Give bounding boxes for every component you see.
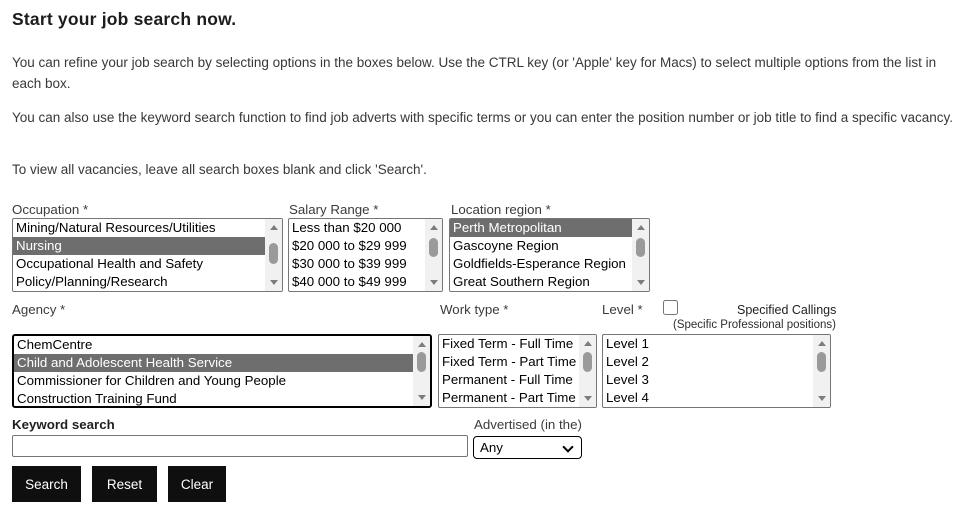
option-less-than-20-000[interactable]: Less than $20 000 (292, 220, 402, 235)
keyword-search-input[interactable] (12, 435, 468, 457)
option-permanent-full-time[interactable]: Permanent - Full Time (442, 372, 573, 387)
intro-paragraph-2: You can also use the keyword search func… (12, 110, 953, 125)
clear-button[interactable]: Clear (168, 466, 226, 502)
location-region-scrollbar[interactable] (632, 219, 649, 291)
work-type-label: Work type * (440, 302, 509, 317)
level-label: Level * (602, 302, 643, 317)
option-gascoyne-region[interactable]: Gascoyne Region (453, 238, 559, 253)
scroll-up-icon[interactable] (579, 336, 596, 351)
option-level-4[interactable]: Level 4 (606, 390, 649, 405)
option-child-and-adolescent-health-service[interactable]: Child and Adolescent Health Service (14, 354, 430, 372)
option-chemcentre[interactable]: ChemCentre (17, 337, 93, 352)
specified-callings-checkbox[interactable] (663, 300, 678, 315)
option-level-2[interactable]: Level 2 (606, 354, 649, 369)
keyword-search-label: Keyword search (12, 417, 115, 432)
option-occupational-health-and-safety[interactable]: Occupational Health and Safety (16, 256, 204, 271)
agency-scrollbar[interactable] (413, 336, 430, 406)
occupation-label: Occupation * (12, 202, 89, 217)
work-type-scrollbar[interactable] (579, 335, 596, 407)
scroll-down-icon[interactable] (813, 391, 830, 406)
scroll-down-icon[interactable] (579, 391, 596, 406)
advertised-selected-value: Any (480, 440, 503, 455)
scroll-down-icon[interactable] (265, 275, 282, 290)
option-commissioner-for-children-and-young-people[interactable]: Commissioner for Children and Young Peop… (17, 373, 287, 388)
intro-paragraph-3: To view all vacancies, leave all search … (12, 162, 427, 177)
occupation-scrollbar[interactable] (265, 219, 282, 291)
advertised-label: Advertised (in the) (474, 417, 582, 432)
specified-callings-sublabel: (Specific Professional positions) (673, 319, 836, 331)
scroll-down-icon[interactable] (413, 390, 430, 405)
option-fixed-term-part-time[interactable]: Fixed Term - Part Time (442, 354, 577, 369)
scroll-up-icon[interactable] (413, 337, 430, 352)
option-fixed-term-full-time[interactable]: Fixed Term - Full Time (442, 336, 574, 351)
search-button[interactable]: Search (12, 466, 81, 502)
scroll-down-icon[interactable] (632, 275, 649, 290)
scrollbar-thumb[interactable] (817, 352, 826, 372)
option-policy-planning-research[interactable]: Policy/Planning/Research (16, 274, 168, 289)
option-mining-natural-resources-utilities[interactable]: Mining/Natural Resources/Utilities (16, 220, 216, 235)
page-title: Start your job search now. (12, 9, 612, 30)
scrollbar-thumb[interactable] (429, 238, 438, 257)
option--20-000-to-29-999[interactable]: $20 000 to $29 999 (292, 238, 407, 253)
option-goldfields-esperance-region[interactable]: Goldfields-Esperance Region (453, 256, 626, 271)
salary-range-scrollbar[interactable] (425, 219, 442, 291)
option-level-1[interactable]: Level 1 (606, 336, 649, 351)
scroll-up-icon[interactable] (265, 220, 282, 235)
scrollbar-thumb[interactable] (269, 243, 278, 264)
page-title-text: Start your job search now. (12, 9, 237, 29)
scrollbar-thumb[interactable] (417, 352, 426, 372)
scroll-up-icon[interactable] (632, 220, 649, 235)
option-great-southern-region[interactable]: Great Southern Region (453, 274, 590, 289)
option-construction-training-fund[interactable]: Construction Training Fund (17, 391, 177, 406)
level-scrollbar[interactable] (813, 335, 830, 407)
reset-button[interactable]: Reset (92, 466, 157, 502)
option-nursing[interactable]: Nursing (13, 237, 282, 255)
option-perth-metropolitan[interactable]: Perth Metropolitan (450, 219, 649, 237)
option--40-000-to-49-999[interactable]: $40 000 to $49 999 (292, 274, 407, 289)
scroll-up-icon[interactable] (425, 220, 442, 235)
scrollbar-thumb[interactable] (636, 238, 645, 257)
agency-label: Agency * (12, 302, 66, 317)
scroll-down-icon[interactable] (425, 275, 442, 290)
salary-range-label: Salary Range * (289, 202, 379, 217)
level-listbox[interactable]: Level 1 Level 2 Level 3 Level 4 (602, 334, 831, 408)
chevron-down-icon (562, 441, 574, 453)
specified-callings-label: Specified Callings (737, 303, 837, 317)
intro-paragraph-1: You can refine your job search by select… (12, 55, 937, 91)
option--30-000-to-39-999[interactable]: $30 000 to $39 999 (292, 256, 407, 271)
advertised-select[interactable]: Any (473, 436, 582, 459)
option-level-3[interactable]: Level 3 (606, 372, 649, 387)
option-permanent-part-time[interactable]: Permanent - Part Time (442, 390, 576, 405)
location-region-label: Location region * (451, 202, 551, 217)
scrollbar-thumb[interactable] (583, 352, 592, 372)
scroll-up-icon[interactable] (813, 336, 830, 351)
salary-range-listbox[interactable]: Less than $20 000 $20 000 to $29 999 $30 0… (288, 218, 443, 292)
